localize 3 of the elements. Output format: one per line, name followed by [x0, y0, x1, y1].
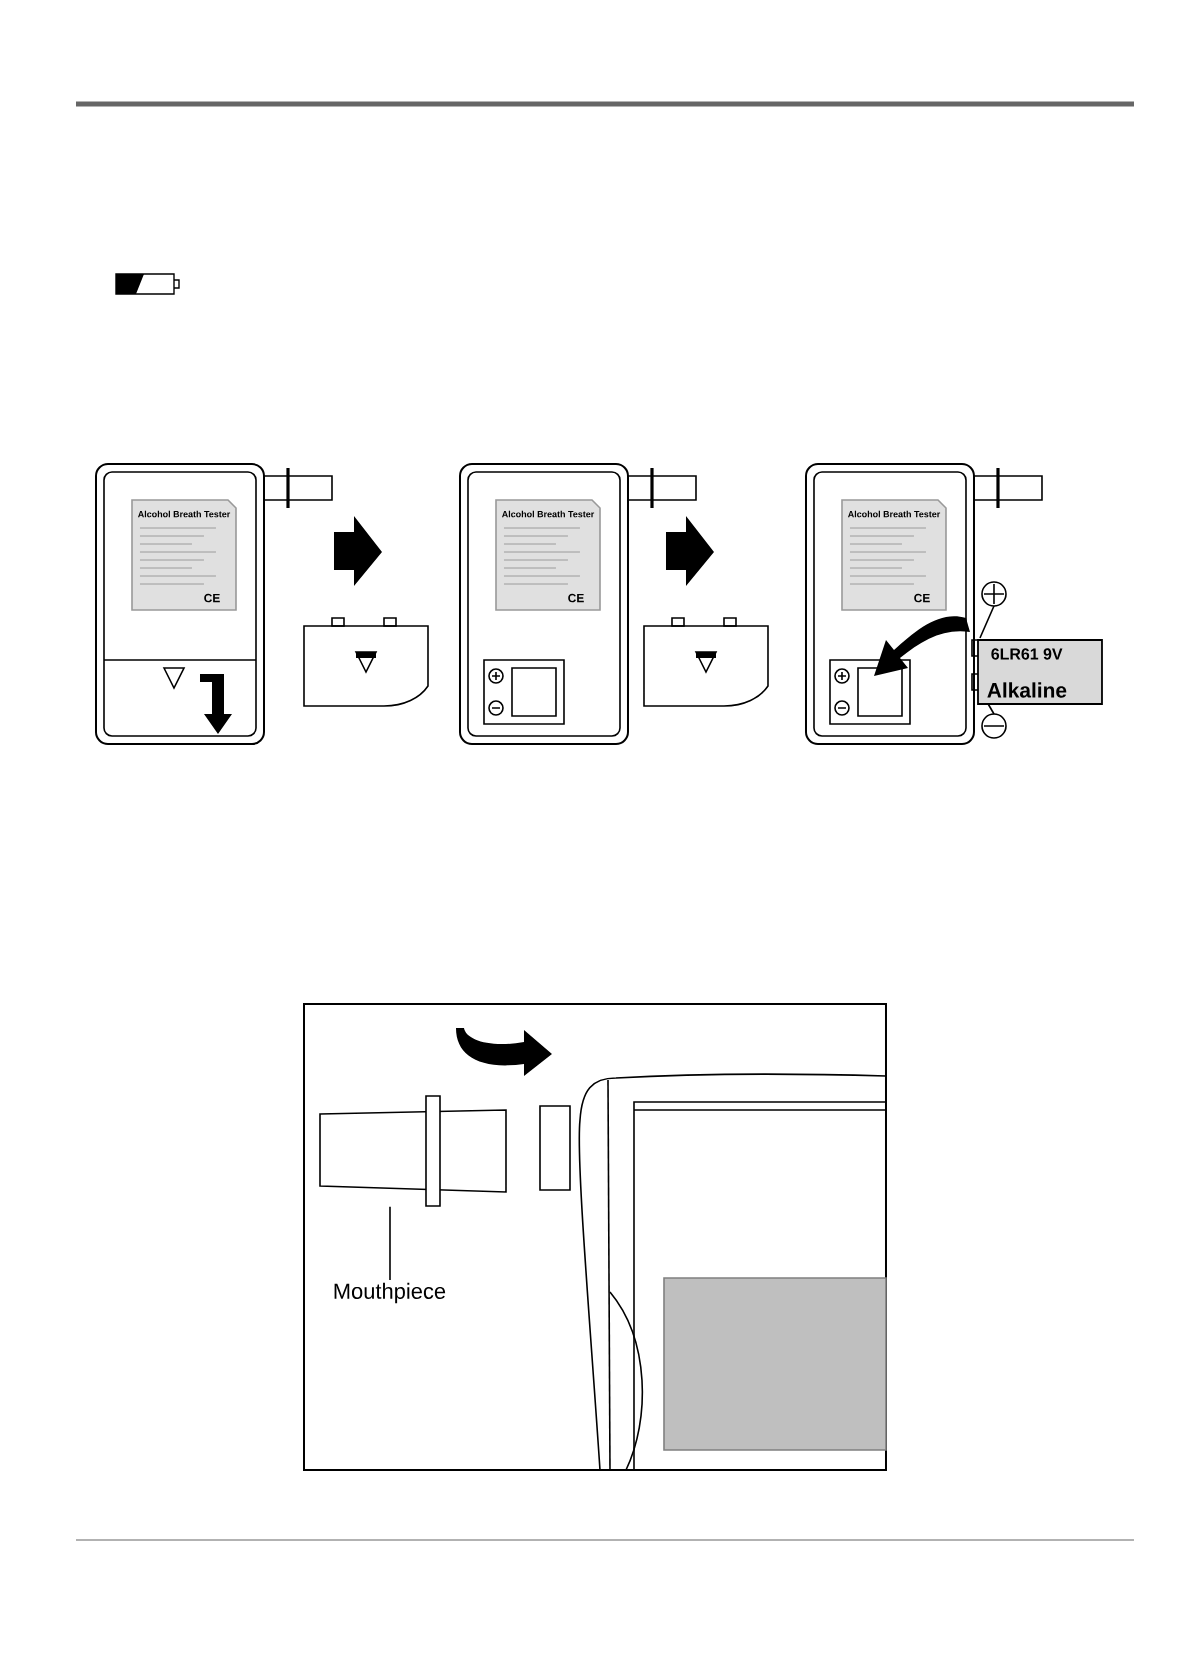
- mouthpiece-drawing: [319, 1095, 507, 1207]
- part-label: Mouthpiece: [334, 1282, 446, 1304]
- leader-line: [389, 1206, 391, 1281]
